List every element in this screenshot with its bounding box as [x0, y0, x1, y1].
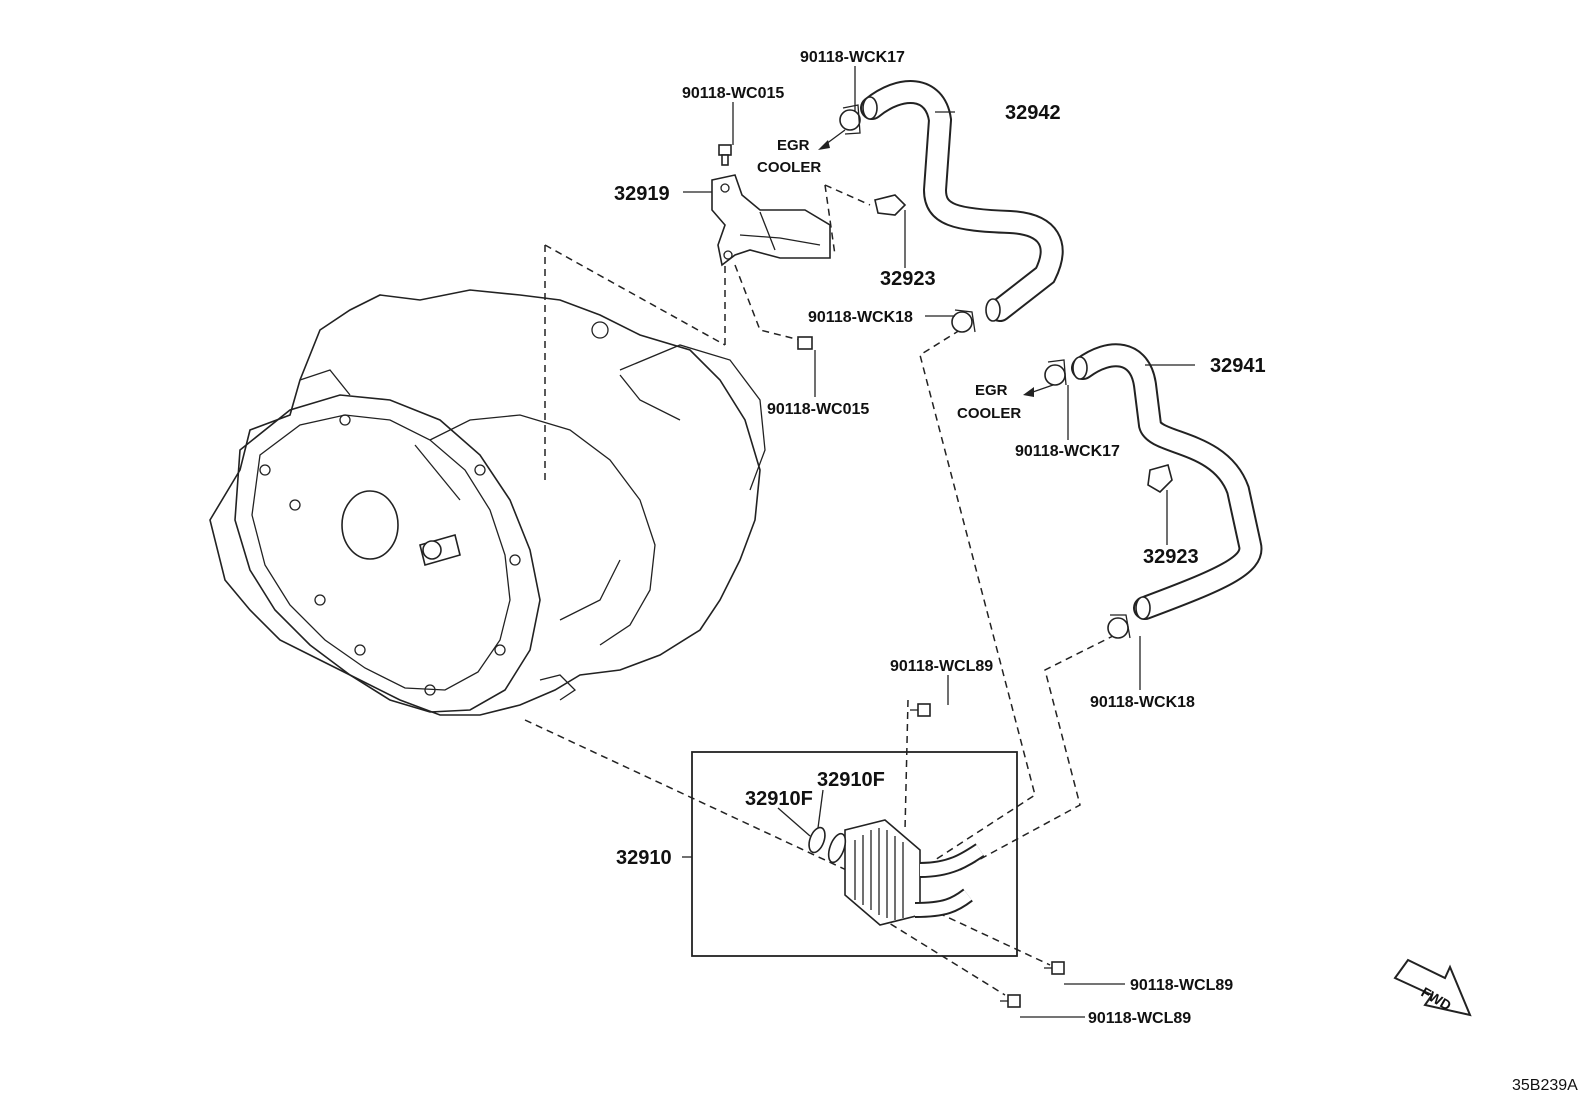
- clamp-32923-top: [874, 194, 907, 216]
- label-egr-mid: EGR: [975, 382, 1008, 399]
- label-90118-wck17-mid: 90118-WCK17: [1015, 443, 1120, 460]
- clamp-wck17-mid: [1044, 359, 1067, 386]
- label-32923-mid: 32923: [1143, 546, 1199, 568]
- label-90118-wck18-low: 90118-WCK18: [1090, 694, 1195, 711]
- hose-32942: [860, 80, 1064, 322]
- label-32910: 32910: [616, 847, 672, 869]
- clamp-32923-mid: [1147, 464, 1173, 494]
- label-90118-wck18-top: 90118-WCK18: [808, 309, 913, 326]
- bolt-wc015-mid: [797, 336, 813, 350]
- label-cooler-top: COOLER: [757, 159, 821, 176]
- bracket-32919: [711, 174, 831, 267]
- label-32923-top: 32923: [880, 268, 936, 290]
- drawing-code: 35B239A: [1512, 1077, 1578, 1094]
- bolt-wc015-top: [718, 144, 732, 166]
- label-egr-top: EGR: [777, 137, 810, 154]
- bolt-wcl89-top: [910, 703, 931, 717]
- label-90118-wck17-top: 90118-WCK17: [800, 49, 905, 66]
- clamp-wck18-low: [1107, 614, 1131, 639]
- label-32941: 32941: [1210, 355, 1266, 377]
- clamp-wck17-top: [839, 104, 861, 135]
- bolt-wcl89-bottom: [1000, 994, 1021, 1008]
- label-90118-wc015-mid: 90118-WC015: [767, 401, 869, 418]
- transaxle-housing: [209, 289, 766, 716]
- label-32910f-left: 32910F: [745, 788, 813, 810]
- oil-cooler-assembly: [691, 751, 1018, 957]
- label-90118-wcl89-bottom: 90118-WCL89: [1088, 1010, 1191, 1027]
- clamp-wck18-top: [951, 309, 976, 333]
- fwd-arrow-icon: FWD: [1393, 958, 1472, 1017]
- label-90118-wcl89-right: 90118-WCL89: [1130, 977, 1233, 994]
- dashed-reference-lines: [524, 184, 1116, 996]
- label-90118-wcl89-top: 90118-WCL89: [890, 658, 993, 675]
- label-cooler-mid: COOLER: [957, 405, 1021, 422]
- label-32919: 32919: [614, 183, 670, 205]
- bolt-wcl89-right: [1044, 961, 1065, 975]
- label-32910f-right: 32910F: [817, 769, 885, 791]
- label-32942: 32942: [1005, 102, 1061, 124]
- leader-lines: [682, 66, 1195, 1018]
- hose-32941: [1071, 343, 1263, 620]
- label-90118-wc015-top: 90118-WC015: [682, 85, 784, 102]
